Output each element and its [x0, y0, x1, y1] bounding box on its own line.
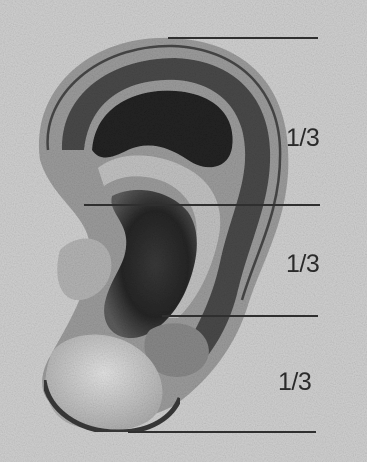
- middle-third-label: 1/3: [286, 252, 319, 277]
- bottom-third-label: 1/3: [278, 370, 311, 395]
- top-third-label: 1/3: [286, 126, 319, 151]
